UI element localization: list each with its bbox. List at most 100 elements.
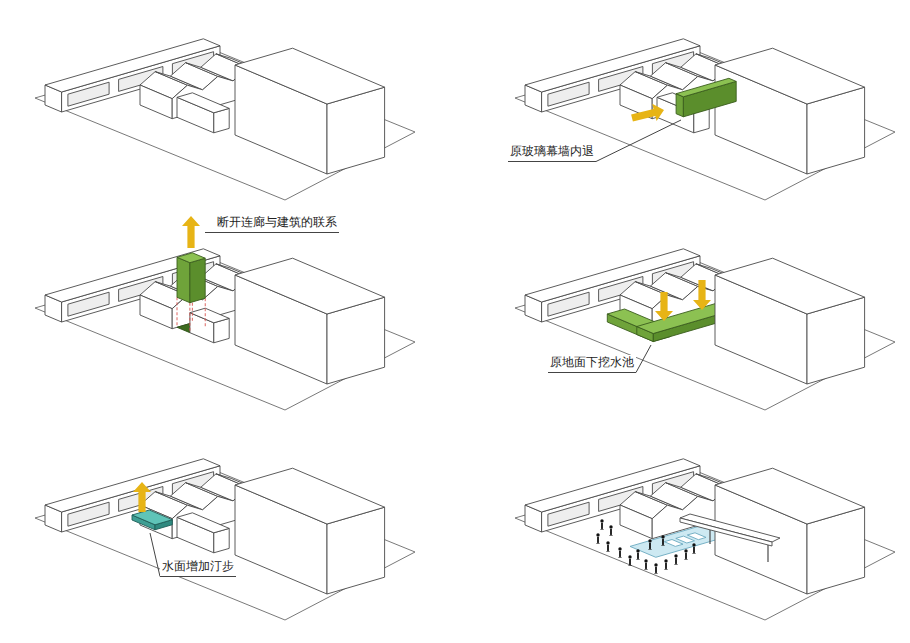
canopy-post bbox=[709, 530, 710, 544]
leader-line bbox=[596, 120, 681, 162]
window-opening bbox=[548, 292, 589, 316]
site-plate bbox=[515, 48, 895, 200]
person-figure bbox=[601, 523, 603, 528]
person-figure bbox=[646, 568, 647, 570]
removed-link-volume bbox=[177, 253, 205, 263]
corridor-block bbox=[190, 308, 229, 323]
stepping-stone-pad bbox=[132, 510, 172, 525]
person-figure bbox=[645, 563, 647, 568]
person-figure bbox=[665, 563, 667, 568]
hall-wall bbox=[140, 295, 172, 329]
glass-wall-retreat bbox=[676, 78, 736, 97]
window-opening bbox=[68, 502, 109, 526]
site-plate bbox=[35, 258, 415, 410]
leader-lines bbox=[150, 120, 681, 577]
hall-wall bbox=[620, 505, 652, 539]
annotation-text: 水面增加汀步 bbox=[160, 559, 236, 577]
person-figure bbox=[685, 553, 687, 558]
person-figure bbox=[693, 547, 695, 552]
person-figure bbox=[636, 549, 639, 552]
yellow-arrow bbox=[182, 216, 200, 248]
diagram-panel bbox=[35, 39, 415, 200]
person-figure bbox=[609, 525, 612, 528]
person-figure bbox=[611, 534, 612, 536]
person-figure bbox=[684, 549, 687, 552]
window-opening bbox=[548, 502, 589, 526]
person-figure bbox=[606, 541, 609, 544]
leader-line bbox=[205, 232, 215, 233]
person-figure bbox=[674, 554, 677, 557]
annotation-text: 原玻璃幕墙内退 bbox=[508, 144, 596, 162]
window-opening bbox=[68, 82, 109, 106]
cut-guide-line bbox=[189, 303, 190, 333]
annotation-label: 原地面下挖水池 bbox=[548, 352, 636, 373]
tall-building bbox=[235, 258, 385, 314]
yellow-arrow bbox=[133, 482, 151, 512]
person-figure bbox=[597, 537, 599, 542]
person-figure bbox=[649, 543, 651, 548]
diagram-panel bbox=[35, 459, 415, 620]
annotation-label: 断开连廊与建筑的联系 bbox=[215, 212, 339, 233]
person-figure bbox=[666, 568, 667, 570]
tall-building bbox=[715, 258, 865, 314]
person-figure bbox=[598, 542, 599, 544]
diagram-panel bbox=[515, 459, 895, 620]
annotation-text: 原地面下挖水池 bbox=[548, 355, 636, 373]
person-figure bbox=[656, 572, 657, 574]
person-figure bbox=[675, 558, 677, 563]
person-figure bbox=[664, 559, 667, 562]
person-figure bbox=[628, 555, 631, 558]
cut-guide-line bbox=[177, 297, 178, 327]
corridor-block bbox=[177, 93, 229, 113]
annotation-text: 断开连廊与建筑的联系 bbox=[215, 215, 339, 233]
hall-wall bbox=[140, 85, 172, 119]
person-figure bbox=[644, 559, 647, 562]
person-figure bbox=[661, 535, 664, 538]
person-figure bbox=[692, 543, 695, 546]
person-figure bbox=[663, 544, 664, 546]
leader-line bbox=[150, 533, 160, 577]
person-figure bbox=[637, 553, 639, 558]
tall-building bbox=[235, 48, 385, 104]
diagram-panel bbox=[515, 249, 895, 410]
person-figure bbox=[686, 558, 687, 560]
site-plate bbox=[515, 468, 895, 620]
person-figure bbox=[600, 519, 603, 522]
annotation-label: 原玻璃幕墙内退 bbox=[508, 141, 596, 162]
person-figure bbox=[618, 547, 621, 550]
yellow-arrow bbox=[655, 292, 673, 321]
annotation-label: 水面增加汀步 bbox=[160, 556, 236, 577]
window-opening bbox=[68, 292, 109, 316]
corridor-block bbox=[177, 513, 229, 533]
person-figure bbox=[619, 551, 621, 556]
person-figure bbox=[676, 563, 677, 565]
person-figure bbox=[629, 559, 631, 564]
removed-link-volume bbox=[190, 258, 205, 303]
stepping-stone bbox=[687, 533, 706, 540]
leader-line bbox=[636, 345, 651, 373]
yellow-arrow bbox=[631, 104, 664, 122]
site-plate bbox=[515, 258, 895, 410]
removed-link-volume bbox=[177, 257, 190, 302]
person-figure bbox=[648, 539, 651, 542]
long-bar-building bbox=[45, 249, 220, 302]
canopy-post bbox=[767, 545, 768, 562]
person-figure bbox=[596, 533, 599, 536]
person-figure bbox=[655, 567, 657, 572]
person-figure bbox=[694, 552, 695, 554]
person-figure bbox=[630, 564, 631, 566]
person-figure bbox=[607, 545, 609, 550]
canopy bbox=[680, 518, 772, 546]
tall-building bbox=[715, 468, 865, 524]
person-figure bbox=[662, 539, 664, 544]
person-figure bbox=[620, 556, 621, 558]
diagram-panel bbox=[35, 216, 415, 410]
person-figure bbox=[602, 528, 603, 530]
cut-guide-line bbox=[205, 298, 206, 328]
person-figure bbox=[610, 529, 612, 534]
person-figure bbox=[650, 548, 651, 550]
yellow-arrow bbox=[693, 280, 711, 310]
site-plate bbox=[35, 468, 415, 620]
